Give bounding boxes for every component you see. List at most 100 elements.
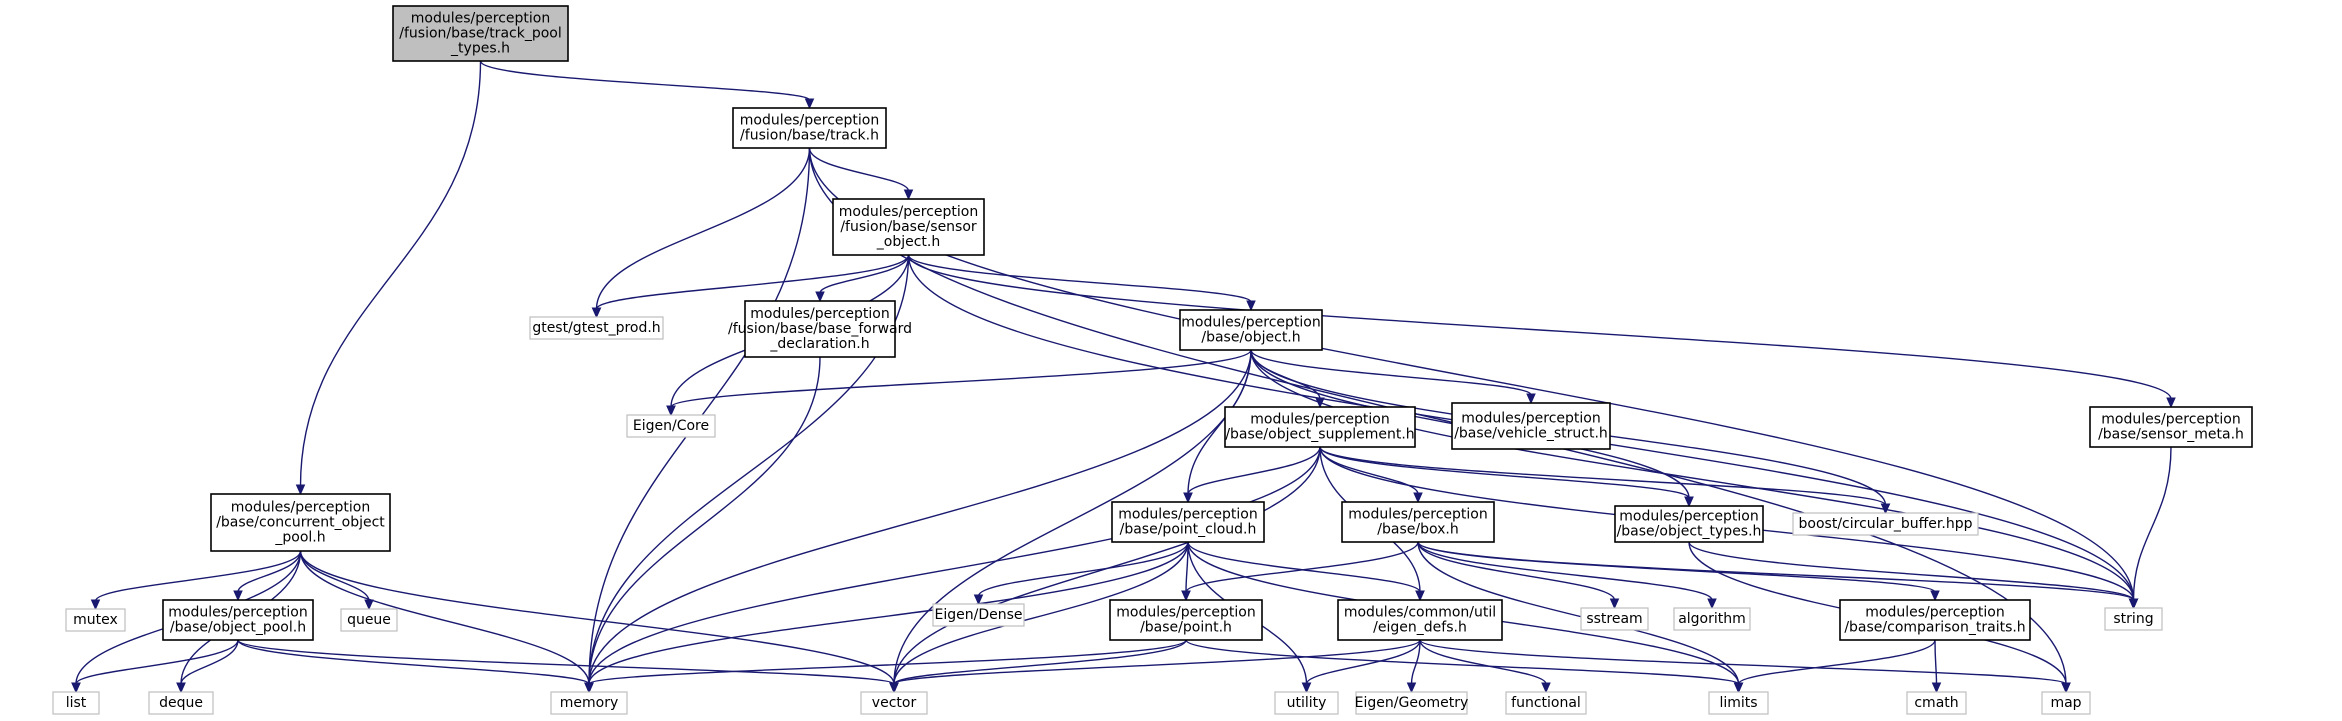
edge-object-to-string [1250, 349, 2139, 610]
node-sstream[interactable]: sstream [1580, 607, 1649, 631]
node-comparison-traits[interactable]: modules/perception/base/comparison_trait… [1839, 599, 2031, 641]
node-box [2089, 406, 2253, 448]
node-box[interactable]: modules/perception/base/box.h [1341, 501, 1495, 543]
node-memory[interactable]: memory [550, 691, 628, 715]
edge-arrowhead [591, 307, 602, 319]
node-point-cloud[interactable]: modules/perception/base/point_cloud.h [1111, 501, 1265, 543]
node-eigen-defs[interactable]: modules/common/util/eigen_defs.h [1337, 599, 1503, 641]
node-eigen-core[interactable]: Eigen/Core [626, 414, 716, 438]
node-label-line: /base/vehicle_struct.h [1454, 426, 1608, 442]
edge-object-to-eigen-core [666, 349, 1252, 417]
edge-object-pool-to-memory [237, 639, 594, 694]
node-object[interactable]: modules/perception/base/object.h [1179, 309, 1323, 351]
edge-object-pool-to-vector [237, 639, 899, 694]
edge-line [893, 541, 1189, 685]
edge-eigen-defs-to-map [1419, 639, 2071, 694]
node-base-fwd[interactable]: modules/perception/fusion/base/base_forw… [728, 300, 912, 358]
node-label-line: modules/perception [750, 306, 889, 322]
node-algorithm[interactable]: algorithm [1673, 607, 1751, 631]
edge-comparison-traits-to-cmath [1931, 639, 1942, 694]
edge-root-to-track [479, 60, 815, 110]
node-concurrent[interactable]: modules/perception/base/concurrent_objec… [210, 493, 391, 552]
node-functional[interactable]: functional [1505, 691, 1587, 715]
edge-line [1319, 446, 1690, 499]
node-label-line: modules/perception [231, 500, 370, 516]
node-label-line: Eigen/Geometry [1355, 695, 1469, 711]
edge-track-to-sensor-object [808, 147, 914, 201]
node-sensor-object[interactable]: modules/perception/fusion/base/sensor_ob… [832, 198, 985, 256]
node-eigen-geometry[interactable]: Eigen/Geometry [1355, 691, 1469, 715]
node-label-line: modules/perception [2101, 412, 2240, 428]
edge-line [1185, 541, 1419, 593]
node-label-line: functional [1511, 695, 1581, 711]
edge-arrowhead [1707, 598, 1717, 610]
node-utility[interactable]: utility [1274, 691, 1339, 715]
edge-arrowhead [584, 682, 594, 694]
node-eigen-dense[interactable]: Eigen/Dense [932, 603, 1025, 627]
node-label-line: _pool.h [274, 530, 325, 546]
edge-line [180, 639, 239, 685]
node-box [932, 603, 1025, 627]
edge-eigen-defs-to-utility [1301, 639, 1421, 694]
node-label-line: modules/perception [1348, 507, 1487, 523]
edge-line [479, 60, 811, 101]
node-label-line: cmath [1914, 695, 1958, 711]
node-track[interactable]: modules/perception/fusion/base/track.h [732, 107, 887, 149]
node-limits[interactable]: limits [1708, 691, 1769, 715]
node-boost-cb[interactable]: boost/circular_buffer.hpp [1792, 512, 1979, 536]
edge-line [1688, 541, 2135, 601]
node-label-line: _types.h [450, 41, 510, 57]
node-box [732, 107, 887, 149]
edge-arrowhead [71, 682, 81, 694]
node-vehicle-struct[interactable]: modules/perception/base/vehicle_struct.h [1451, 402, 1611, 450]
edge-root-to-concurrent [295, 60, 482, 496]
node-box [860, 691, 928, 715]
node-label-line: /base/sensor_meta.h [2098, 427, 2244, 443]
edge-arrowhead [903, 189, 914, 201]
node-box [744, 300, 896, 358]
node-label-line: utility [1287, 695, 1327, 711]
node-queue[interactable]: queue [340, 608, 398, 632]
edge-line [893, 639, 1187, 685]
node-label-line: Eigen/Dense [935, 607, 1023, 623]
edge-line [1417, 541, 1616, 601]
node-label-line: modules/perception [1181, 315, 1320, 331]
node-box [1109, 599, 1263, 641]
node-object-supplement[interactable]: modules/perception/base/object_supplemen… [1224, 406, 1416, 448]
node-label-line: /base/object.h [1201, 330, 1300, 346]
edge-track-to-gtest [591, 147, 811, 319]
edges-layer [71, 60, 2176, 694]
node-point[interactable]: modules/perception/base/point.h [1109, 599, 1263, 641]
node-gtest[interactable]: gtest/gtest_prod.h [529, 316, 664, 340]
edge-line [75, 639, 239, 685]
edge-line [299, 60, 482, 487]
node-sensor-meta[interactable]: modules/perception/base/sensor_meta.h [2089, 406, 2253, 448]
nodes-layer: modules/perception/fusion/base/track_poo… [52, 5, 2253, 715]
node-root[interactable]: modules/perception/fusion/base/track_poo… [392, 5, 569, 62]
node-label-line: /base/comparison_traits.h [1844, 620, 2025, 636]
node-label-line: modules/common/util [1344, 605, 1496, 621]
node-map[interactable]: map [2041, 691, 2091, 715]
edge-object-supplement-to-object-types [1319, 446, 1694, 508]
edge-box-to-algorithm [1417, 541, 1717, 610]
node-box [1839, 599, 2031, 641]
edge-line [588, 639, 1187, 685]
node-mutex[interactable]: mutex [65, 608, 126, 632]
node-label-line: /base/point.h [1140, 620, 1232, 636]
node-box [1673, 607, 1751, 631]
node-label-line: modules/perception [1461, 411, 1600, 427]
node-vector[interactable]: vector [860, 691, 928, 715]
node-box [1337, 599, 1503, 641]
node-object-pool[interactable]: modules/perception/base/object_pool.h [162, 599, 314, 641]
edge-arrowhead [815, 291, 825, 303]
node-label-line: modules/perception [1619, 509, 1758, 525]
edge-line [1417, 541, 1936, 593]
edge-sensor-object-to-gtest [591, 254, 910, 319]
node-cmath[interactable]: cmath [1906, 691, 1967, 715]
node-deque[interactable]: deque [148, 691, 214, 715]
node-label-line: modules/perception [411, 11, 550, 27]
node-string[interactable]: string [2104, 607, 2163, 631]
node-list[interactable]: list [52, 691, 100, 715]
node-object-types[interactable]: modules/perception/base/object_types.h [1614, 505, 1764, 543]
edge-sensor-object-to-sensor-meta [907, 254, 2176, 409]
